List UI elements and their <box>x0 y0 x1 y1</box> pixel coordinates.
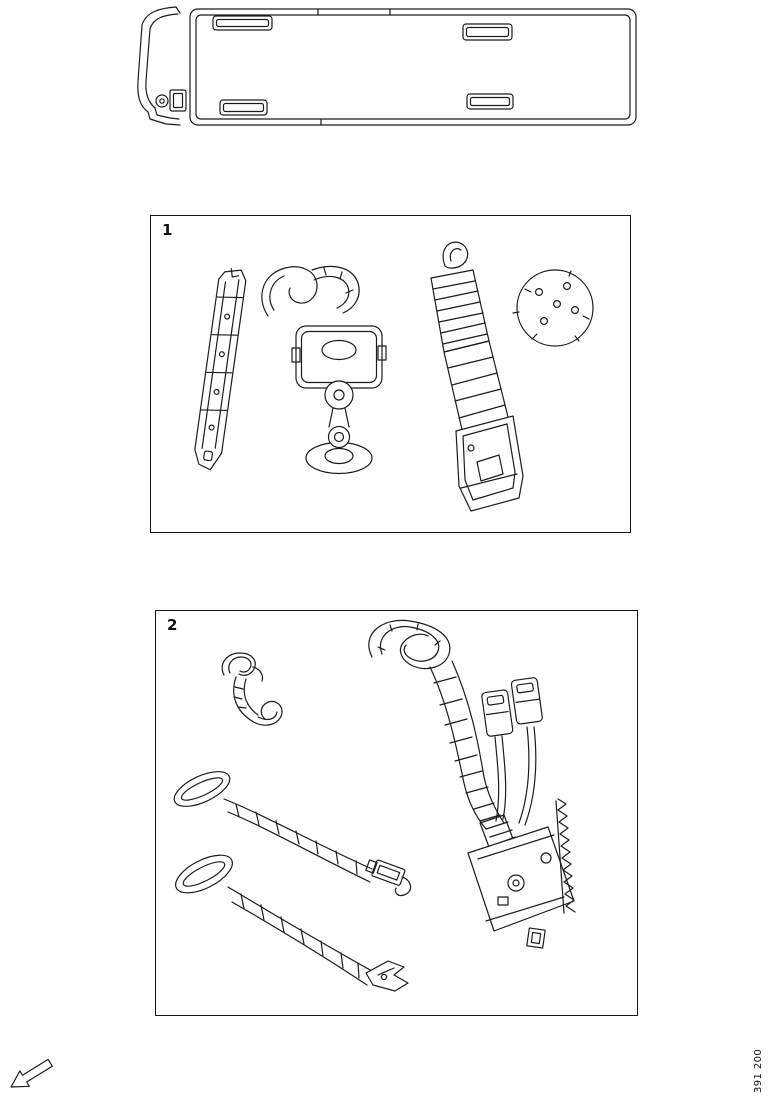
cargo-bed-panel-illustration <box>118 5 640 129</box>
perforated-disc-illustration <box>512 269 594 347</box>
figure-1-label: 1 <box>162 221 173 239</box>
buckle-tongues <box>481 677 543 737</box>
figure-box-1: 1 <box>150 215 631 533</box>
belt-webbing <box>429 660 505 830</box>
belt-webbing <box>430 241 510 435</box>
hook <box>261 265 360 317</box>
buckle-straps <box>494 726 537 826</box>
direction-arrow-icon <box>8 1054 62 1094</box>
lashing-belt-retractor-illustration <box>430 241 524 512</box>
figure-box-2: 2 <box>155 610 638 1016</box>
mounting-rail-illustration <box>194 268 247 471</box>
loop-strap-lower-illustration <box>175 854 409 992</box>
page-code-text: 391 200 <box>753 1048 764 1093</box>
retractor-buckle <box>455 415 524 512</box>
end-fitting <box>365 859 406 886</box>
cargo-bed-panel-drawing <box>137 6 637 126</box>
strap-clip-illustration <box>221 652 283 726</box>
anchor-plate <box>467 798 576 949</box>
belt-loop <box>368 619 451 670</box>
hook-buckle-fitting-illustration <box>261 265 387 475</box>
panel-body <box>189 8 637 126</box>
front-bracket <box>137 6 187 126</box>
figure-2-label: 2 <box>167 616 178 634</box>
page-code: 391 200 <box>753 1049 764 1093</box>
buckle-plate <box>291 325 387 475</box>
loop-strap-upper-illustration <box>173 771 412 897</box>
end-fork <box>365 960 409 992</box>
belt-buckle-assembly-illustration <box>368 619 576 949</box>
